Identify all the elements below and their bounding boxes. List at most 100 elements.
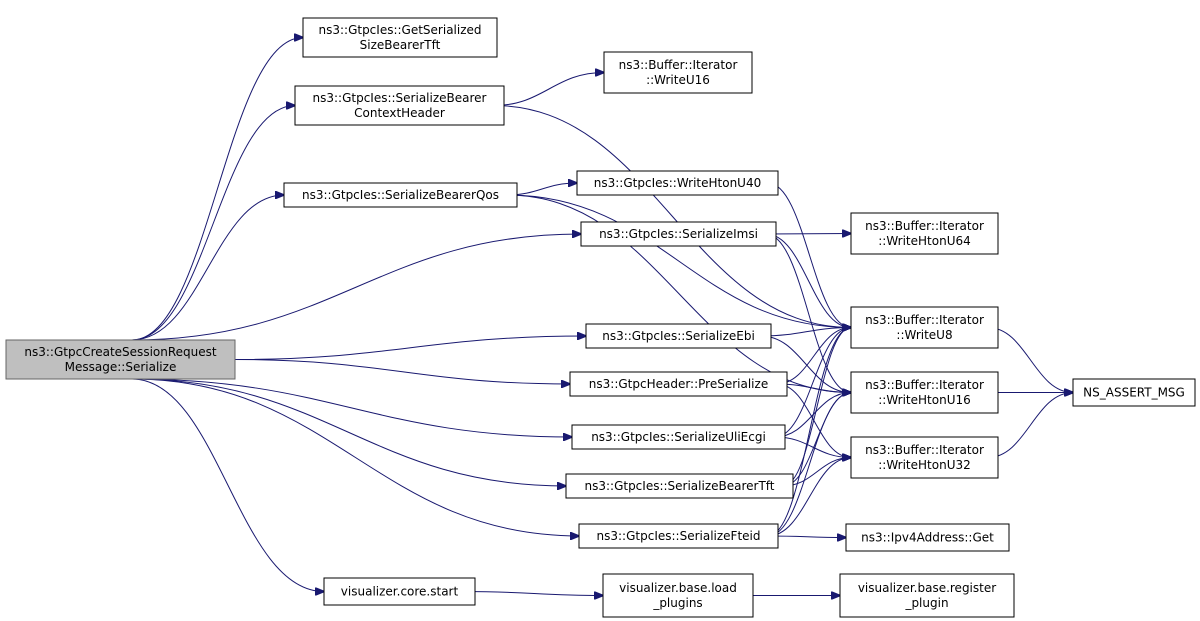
edge-serialize-bearer-qos-to-write-hton-u16 [506,194,851,393]
node-label-pre-serialize: ns3::GtpcHeader::PreSerialize [589,377,768,391]
node-box-write-u16 [603,51,753,94]
edge-root-to-pre-serialize [234,359,570,385]
node-label-root: ns3::GtpcCreateSessionRequest [24,345,216,359]
node-box-write-hton-u64 [850,212,999,255]
edge-write-u8-to-ns-assert-msg [987,327,1073,393]
node-label-write-hton-u16: ::WriteHtonU16 [878,393,971,407]
node-label-serialize-bearer-qos: ns3::GtpcIes::SerializeBearerQos [302,188,499,202]
node-box-write-hton-u16 [850,371,999,414]
node-serialize-ebi[interactable]: ns3::GtpcIes::SerializeEbi [585,323,772,349]
nodes-layer: ns3::GtpcCreateSessionRequestMessage::Se… [5,17,1196,618]
edge-serialize-bearer-context-header-to-write-u8 [493,105,851,328]
node-serialize-uli-ecgi[interactable]: ns3::GtpcIes::SerializeUliEcgi [571,424,786,450]
edge-root-to-visualizer-core-start [131,378,324,592]
node-label-write-hton-u64: ns3::Buffer::Iterator [865,219,984,233]
node-write-u8[interactable]: ns3::Buffer::Iterator::WriteU8 [850,306,999,349]
edge-root-to-serialize-fteid [131,378,579,536]
node-box-visualizer-base-load-plugins [602,573,754,618]
node-box-visualizer-base-register-plugin [839,573,1015,618]
node-box-pre-serialize [569,371,788,397]
node-ipv4-address-get[interactable]: ns3::Ipv4Address::Get [845,523,1010,552]
node-write-hton-u64[interactable]: ns3::Buffer::Iterator::WriteHtonU64 [850,212,999,255]
node-box-serialize-bearer-tft [565,473,794,499]
node-label-serialize-imsi: ns3::GtpcIes::SerializeImsi [599,227,758,241]
node-write-hton-u40[interactable]: ns3::GtpcIes::WriteHtonU40 [576,170,779,196]
node-label-serialize-bearer-tft: ns3::GtpcIes::SerializeBearerTft [584,479,774,493]
node-write-u16[interactable]: ns3::Buffer::Iterator::WriteU16 [603,51,753,94]
node-box-write-hton-u40 [576,170,779,196]
node-box-write-hton-u32 [850,436,999,479]
node-label-write-hton-u16: ns3::Buffer::Iterator [865,378,984,392]
edges-layer [131,38,1073,596]
node-label-get-serialized-size-bearer-tft: SizeBearerTft [360,38,441,52]
edge-serialize-fteid-to-write-hton-u16 [767,393,851,537]
node-label-ns-assert-msg: NS_ASSERT_MSG [1083,386,1185,400]
edge-serialize-uli-ecgi-to-write-u8 [774,328,851,438]
edge-root-to-serialize-uli-ecgi [131,378,572,437]
node-visualizer-core-start[interactable]: visualizer.core.start [323,577,476,606]
node-label-write-hton-u40: ns3::GtpcIes::WriteHtonU40 [594,176,761,190]
node-write-hton-u16[interactable]: ns3::Buffer::Iterator::WriteHtonU16 [850,371,999,414]
node-label-write-u8: ns3::Buffer::Iterator [865,313,984,327]
edge-serialize-ebi-to-write-hton-u16 [760,335,851,393]
node-label-visualizer-core-start: visualizer.core.start [341,585,459,599]
node-visualizer-base-register-plugin[interactable]: visualizer.base.register_plugin [839,573,1015,618]
node-label-serialize-bearer-context-header: ns3::GtpcIes::SerializeBearer [313,91,487,105]
edge-serialize-bearer-context-header-to-write-u16 [493,73,604,106]
node-box-serialize-bearer-qos [283,182,518,208]
node-serialize-bearer-context-header[interactable]: ns3::GtpcIes::SerializeBearerContextHead… [294,85,505,126]
node-pre-serialize[interactable]: ns3::GtpcHeader::PreSerialize [569,371,788,397]
node-label-root: Message::Serialize [65,360,177,374]
edge-root-to-get-serialized-size-bearer-tft [131,38,303,341]
node-box-ipv4-address-get [845,523,1010,552]
edge-root-to-serialize-ebi [234,336,586,360]
edge-visualizer-core-start-to-visualizer-base-load-plugins [464,591,603,596]
node-label-serialize-bearer-context-header: ContextHeader [354,106,445,120]
edge-root-to-serialize-bearer-tft [131,378,566,486]
node-label-write-u16: ::WriteU16 [646,73,710,87]
node-label-visualizer-base-load-plugins: visualizer.base.load [619,581,737,595]
node-serialize-bearer-qos[interactable]: ns3::GtpcIes::SerializeBearerQos [283,182,518,208]
node-serialize-imsi[interactable]: ns3::GtpcIes::SerializeImsi [580,221,777,247]
node-label-serialize-fteid: ns3::GtpcIes::SerializeFteid [597,529,761,543]
node-box-ns-assert-msg [1072,378,1196,407]
node-write-hton-u32[interactable]: ns3::Buffer::Iterator::WriteHtonU32 [850,436,999,479]
edge-serialize-fteid-to-write-u8 [767,328,851,537]
node-label-visualizer-base-load-plugins: _plugins [652,596,702,610]
node-ns-assert-msg[interactable]: NS_ASSERT_MSG [1072,378,1196,407]
node-root[interactable]: ns3::GtpcCreateSessionRequestMessage::Se… [5,339,236,380]
node-label-write-hton-u32: ns3::Buffer::Iterator [865,443,984,457]
node-serialize-fteid[interactable]: ns3::GtpcIes::SerializeFteid [578,523,779,549]
node-serialize-bearer-tft[interactable]: ns3::GtpcIes::SerializeBearerTft [565,473,794,499]
node-label-write-u16: ns3::Buffer::Iterator [619,58,738,72]
edge-serialize-imsi-to-write-u8 [765,233,851,328]
node-label-serialize-ebi: ns3::GtpcIes::SerializeEbi [602,329,755,343]
edge-serialize-imsi-to-write-hton-u64 [765,234,851,235]
node-box-write-u8 [850,306,999,349]
node-box-serialize-bearer-context-header [294,85,505,126]
edge-root-to-serialize-bearer-qos [131,195,284,341]
edge-root-to-serialize-bearer-context-header [131,106,295,341]
node-box-serialize-uli-ecgi [571,424,786,450]
edge-serialize-fteid-to-ipv4-address-get [767,536,846,538]
node-visualizer-base-load-plugins[interactable]: visualizer.base.load_plugins [602,573,754,618]
node-label-write-u8: ::WriteU8 [896,328,952,342]
node-box-serialize-ebi [585,323,772,349]
node-box-get-serialized-size-bearer-tft [302,17,498,58]
edge-write-hton-u32-to-ns-assert-msg [987,393,1073,458]
node-label-serialize-uli-ecgi: ns3::GtpcIes::SerializeUliEcgi [591,430,766,444]
edge-root-to-serialize-imsi [131,234,581,341]
node-label-write-hton-u64: ::WriteHtonU64 [878,234,971,248]
edge-serialize-ebi-to-write-u8 [760,328,851,337]
node-box-serialize-fteid [578,523,779,549]
edge-serialize-fteid-to-write-hton-u32 [767,458,851,537]
node-label-ipv4-address-get: ns3::Ipv4Address::Get [861,531,994,545]
node-box-serialize-imsi [580,221,777,247]
edge-serialize-bearer-qos-to-write-u8 [506,194,851,328]
edge-write-hton-u40-to-write-u8 [767,182,851,328]
node-label-visualizer-base-register-plugin: visualizer.base.register [858,581,996,595]
node-label-get-serialized-size-bearer-tft: ns3::GtpcIes::GetSerialized [318,23,481,37]
node-box-root [5,339,236,380]
